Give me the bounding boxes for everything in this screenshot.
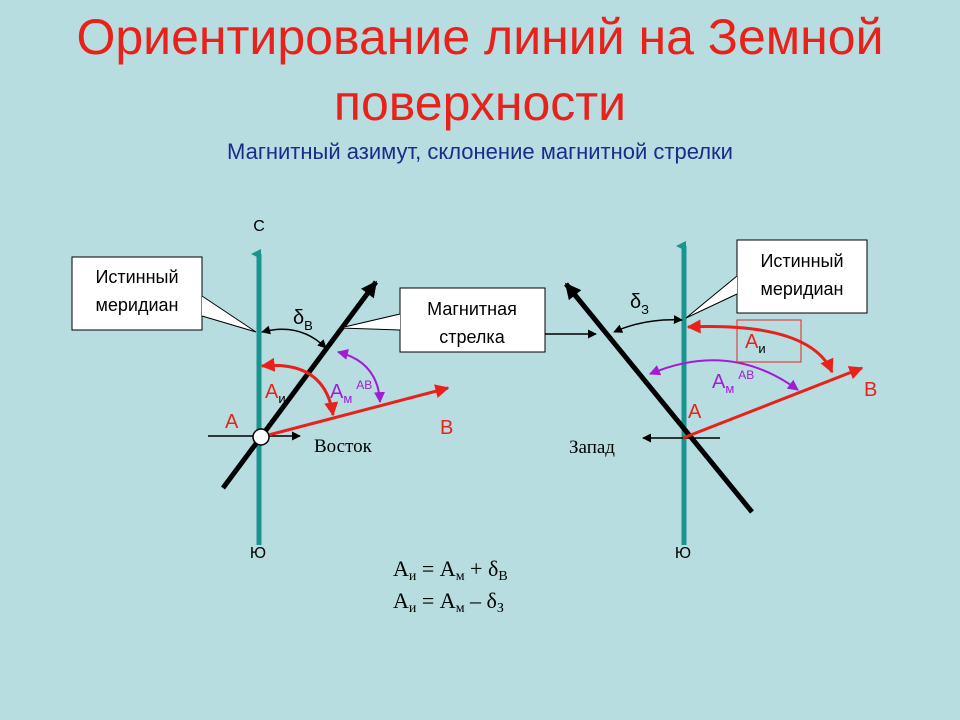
slide-title: Ориентирование линий на Земной поверхнос…	[0, 4, 960, 136]
formulas: Аи = Ам + δВ Аи = Ам – δЗ	[393, 556, 508, 616]
left-line-ab	[260, 384, 450, 439]
needle-callout-line-2: стрелка	[439, 327, 505, 347]
left-delta-label: δВ	[293, 307, 313, 333]
right-diagram: Ю Истинный меридиан δЗ Аи АмАВ А В Запад	[564, 239, 877, 562]
left-callout-pointer	[201, 295, 257, 333]
left-south-label: Ю	[250, 545, 266, 562]
right-magnetic-azimuth-label: АмАВ	[712, 368, 754, 396]
left-diagram: С Ю Истинный меридиан δВ Аи АмАВ А В Вос…	[71, 218, 453, 562]
left-point-a-label: А	[225, 411, 239, 433]
right-magnetic-azimuth-arc	[648, 359, 799, 391]
needle-callout-box	[399, 287, 546, 353]
west-label: Запад	[569, 437, 615, 458]
magnetic-needle-callout: Магнитная стрелка	[339, 287, 597, 353]
right-delta-label: δЗ	[630, 291, 649, 317]
left-true-azimuth-label: Аи	[265, 381, 286, 406]
needle-callout-line-1: Магнитная	[427, 299, 517, 319]
needle-callout-pointer	[339, 313, 401, 331]
right-magnetic-needle	[564, 282, 754, 514]
formula-east: Аи = Ам + δВ	[393, 556, 508, 584]
east-label: Восток	[314, 436, 373, 457]
right-south-label: Ю	[675, 545, 691, 562]
right-point-a-label: А	[688, 401, 702, 423]
title-line-2: поверхности	[333, 75, 627, 131]
left-callout-line-1: Истинный	[95, 267, 178, 287]
right-callout-line-1: Истинный	[760, 251, 843, 271]
left-magnetic-azimuth-arc	[336, 349, 385, 404]
right-callout-pointer	[685, 275, 738, 319]
right-true-meridian-callout	[736, 239, 868, 314]
left-true-meridian-callout	[71, 256, 203, 331]
formula-west: Аи = Ам – δЗ	[393, 588, 504, 616]
left-delta-arc	[261, 325, 327, 349]
left-point-b-label: В	[440, 417, 453, 439]
left-callout-line-2: меридиан	[96, 295, 179, 315]
title-line-1: Ориентирование линий на Земной	[76, 9, 884, 65]
right-callout-line-2: меридиан	[761, 279, 844, 299]
right-true-azimuth-label: Аи	[745, 331, 766, 356]
right-point-b-label: В	[864, 379, 877, 401]
right-true-azimuth-box	[736, 319, 802, 363]
left-point-a	[252, 428, 270, 446]
right-true-azimuth-arc	[686, 319, 834, 374]
left-north-label: С	[253, 218, 265, 235]
slide-subtitle: Магнитный азимут, склонение магнитной ст…	[227, 139, 733, 164]
right-delta-arc	[613, 315, 683, 333]
left-true-azimuth-arc	[260, 357, 339, 417]
left-magnetic-azimuth-label: АмАВ	[330, 378, 372, 406]
right-line-ab	[682, 366, 864, 440]
